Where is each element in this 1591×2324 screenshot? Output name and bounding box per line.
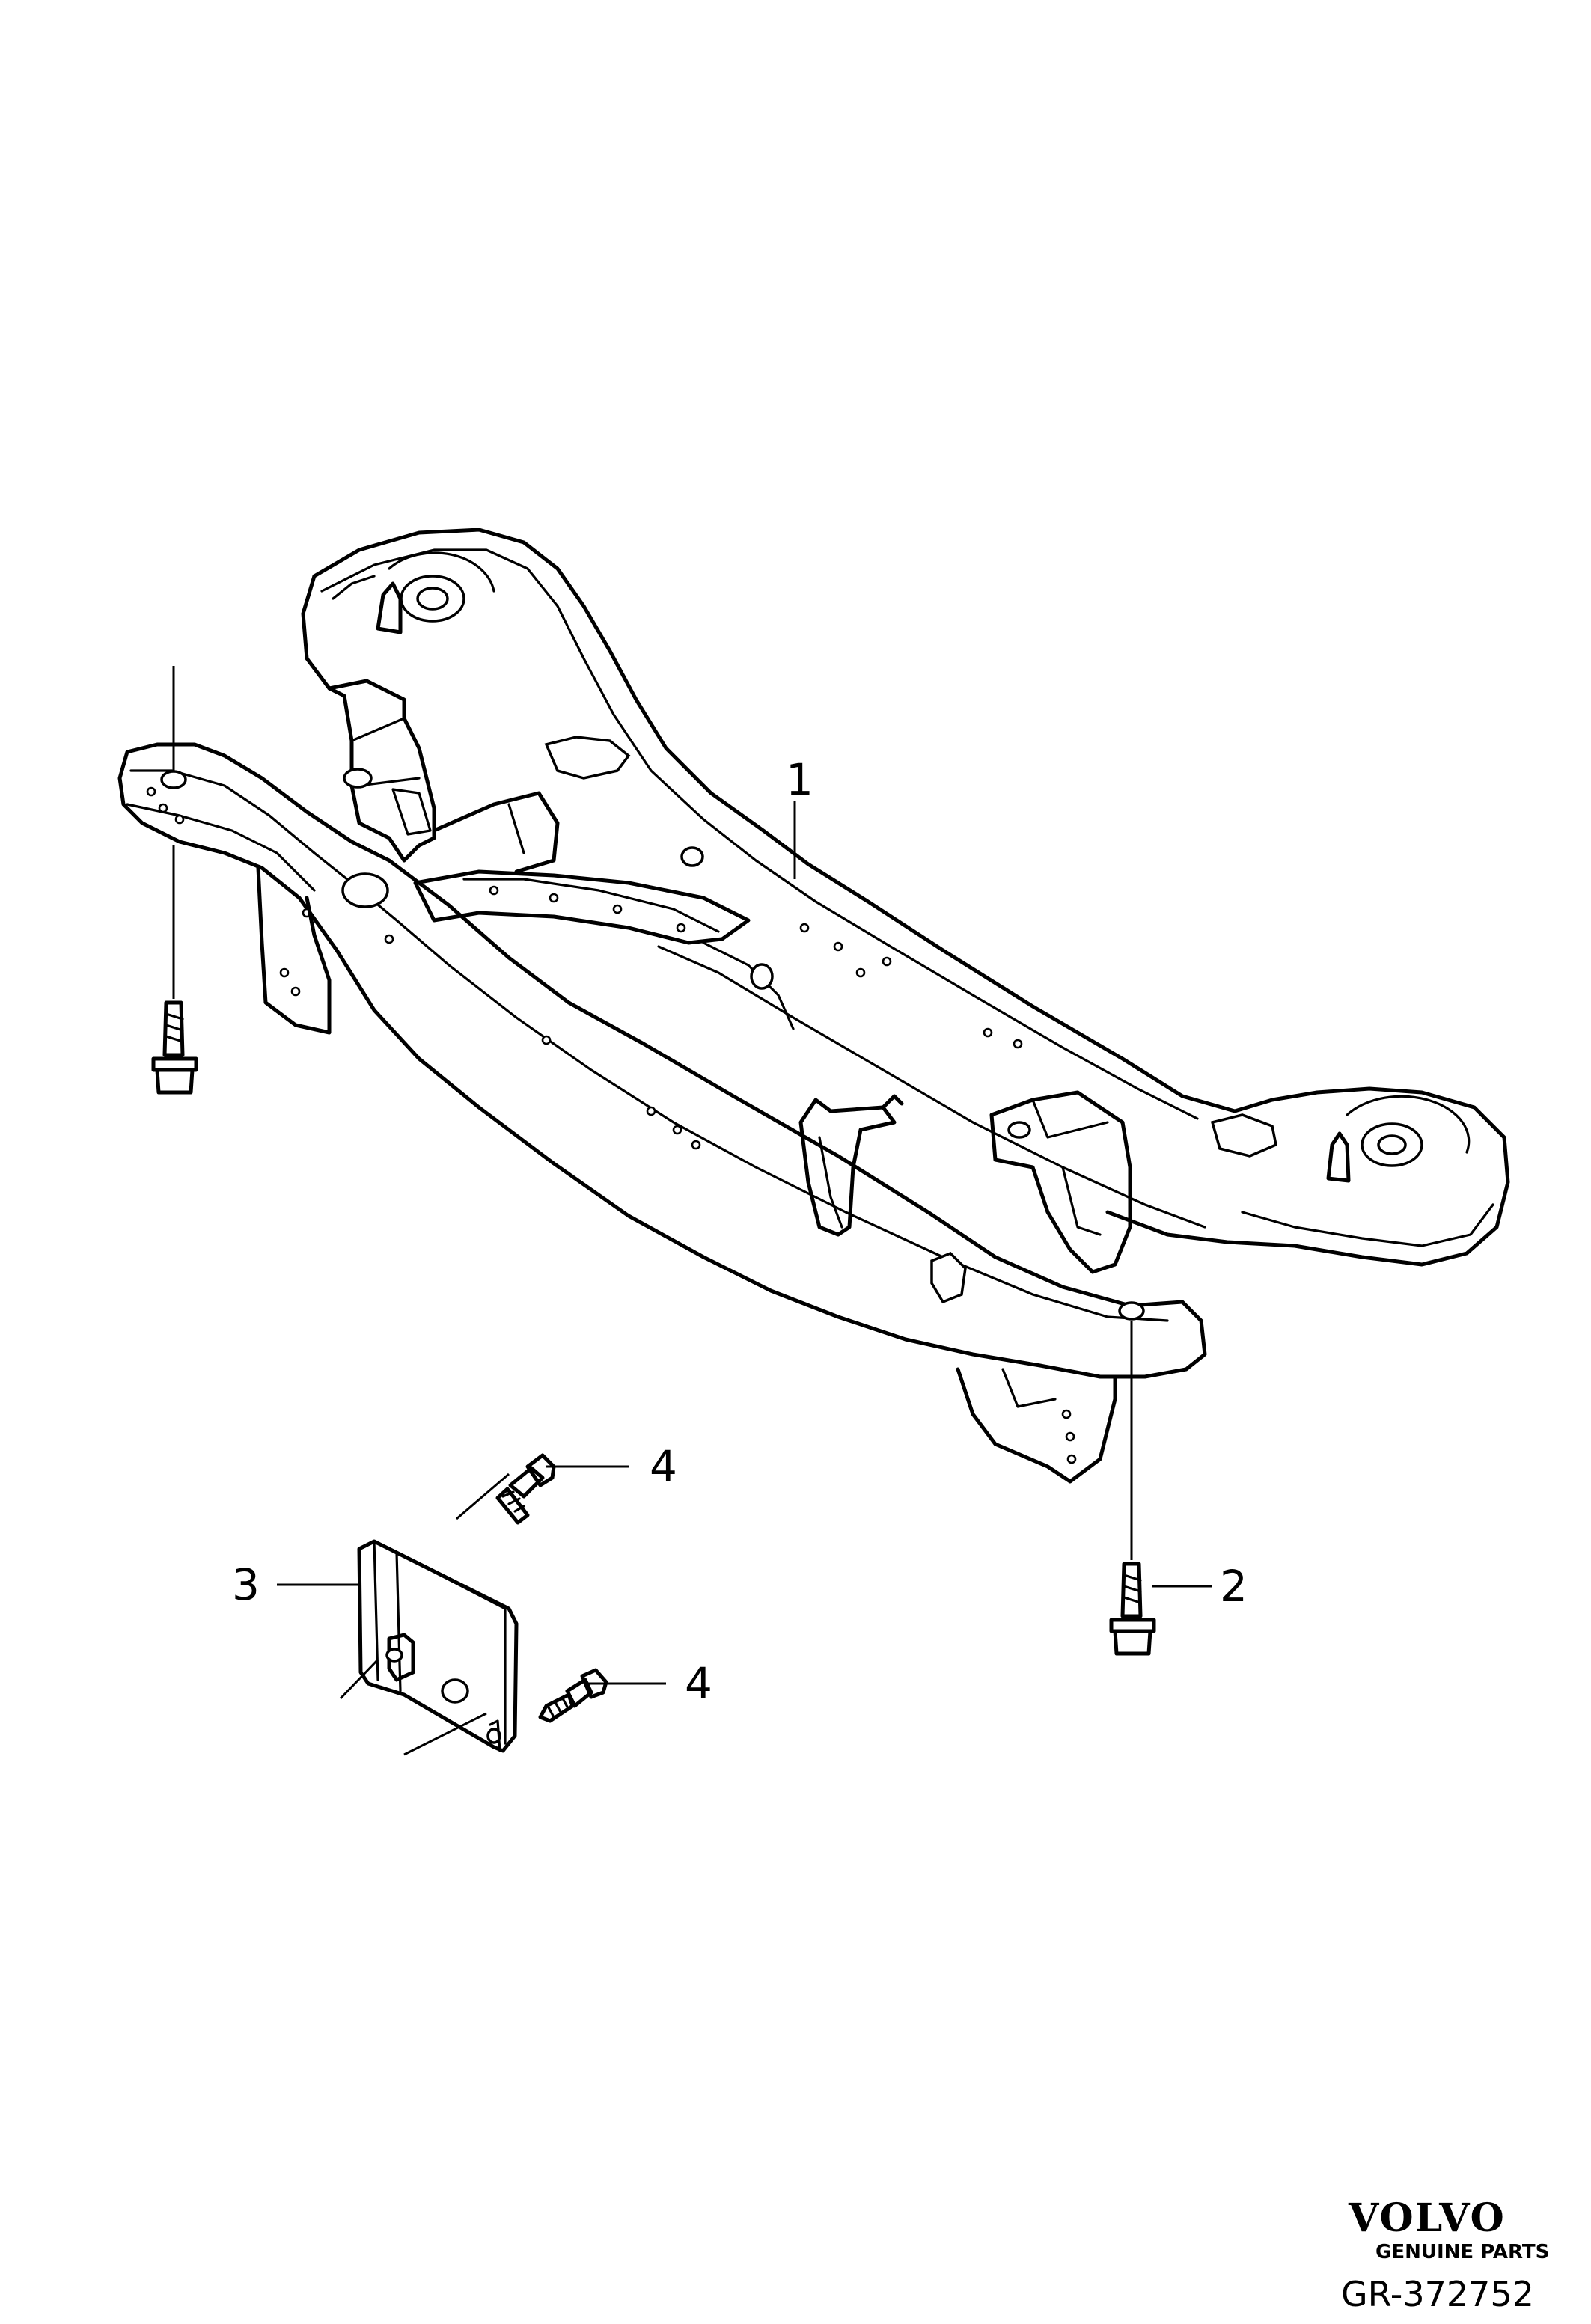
callout-3: 3	[232, 1559, 260, 1610]
callout-1: 1	[786, 754, 813, 805]
locating-pin-right	[1326, 1131, 1351, 1183]
subframe-assembly	[117, 528, 1510, 1484]
mounting-bracket	[357, 1539, 519, 1753]
subframe-bolt-left	[151, 1000, 198, 1095]
leader-lines	[172, 666, 1212, 1756]
genuine-parts-tagline: GENUINE PARTS	[1375, 2241, 1549, 2263]
callout-2: 2	[1220, 1561, 1248, 1612]
callout-4-lower: 4	[685, 1658, 712, 1709]
subframe-bolt-right	[1109, 1562, 1156, 1656]
bracket-bolt-upper	[495, 1453, 556, 1525]
callout-4-upper: 4	[650, 1441, 677, 1492]
diagram-reference: GR-372752	[1341, 2274, 1534, 2314]
locating-pin-left	[376, 581, 403, 634]
bracket-bolt-lower	[538, 1668, 608, 1723]
volvo-logo: VOLVO	[1348, 2195, 1506, 2241]
